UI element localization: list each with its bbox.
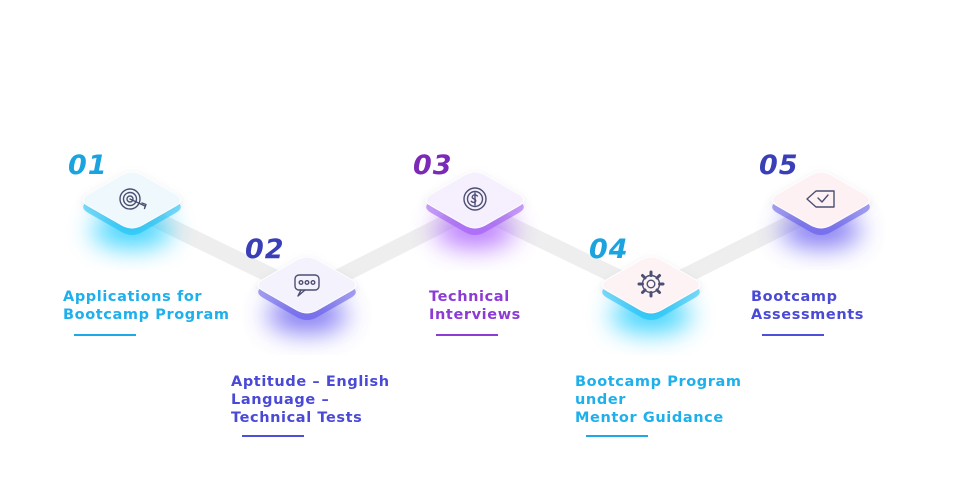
step-label-1-line-2: Bootcamp Program [63, 307, 230, 323]
step-label-3-line-2: Interviews [429, 307, 521, 323]
chat-bubble-icon [294, 274, 320, 297]
step-underline-1 [74, 334, 136, 336]
step-label-2-line-2: Language – [231, 392, 330, 408]
step-number-2: 02 [245, 234, 285, 265]
step-label-1-line-1: Applications for [63, 289, 203, 305]
step-number-4: 04 [589, 234, 629, 265]
step-label-2: Aptitude – English Language – Technical … [231, 373, 390, 427]
step-label-4-line-3: Mentor Guidance [575, 410, 724, 426]
step-tile-5 [771, 171, 871, 235]
step-underline-3 [436, 334, 498, 336]
step-label-4-line-2: under [575, 392, 627, 408]
step-label-2-line-3: Technical Tests [231, 410, 363, 426]
step-label-4-line-1: Bootcamp Program [575, 374, 742, 390]
step-label-2-line-1: Aptitude – English [231, 374, 390, 390]
step-label-4: Bootcamp Program under Mentor Guidance [575, 373, 742, 427]
step-tile-4 [601, 256, 701, 320]
step-label-3: Technical Interviews [429, 288, 521, 324]
step-label-1: Applications for Bootcamp Program [63, 288, 230, 324]
step-label-3-line-1: Technical [429, 289, 510, 305]
step-number-3: 03 [413, 150, 453, 181]
step-number-1: 01 [68, 150, 108, 181]
tile-top-2 [257, 256, 357, 314]
step-label-5-line-2: Assessments [751, 307, 865, 323]
step-underline-5 [762, 334, 824, 336]
tile-top-5 [771, 171, 871, 229]
step-label-5: Bootcamp Assessments [751, 288, 864, 324]
step-tile-2 [257, 256, 357, 320]
step-number-5: 05 [759, 150, 799, 181]
step-label-5-line-1: Bootcamp [751, 289, 838, 305]
step-underline-4 [586, 435, 648, 437]
step-tile-3 [425, 171, 525, 235]
checkmark-icon [806, 190, 835, 208]
step-tiles [82, 171, 871, 320]
target-icon [119, 188, 147, 210]
step-underline-2 [242, 435, 304, 437]
dollar-coin-icon [463, 187, 487, 211]
gear-icon [637, 270, 665, 298]
step-tile-1 [82, 171, 182, 235]
tile-top-4 [601, 256, 701, 314]
